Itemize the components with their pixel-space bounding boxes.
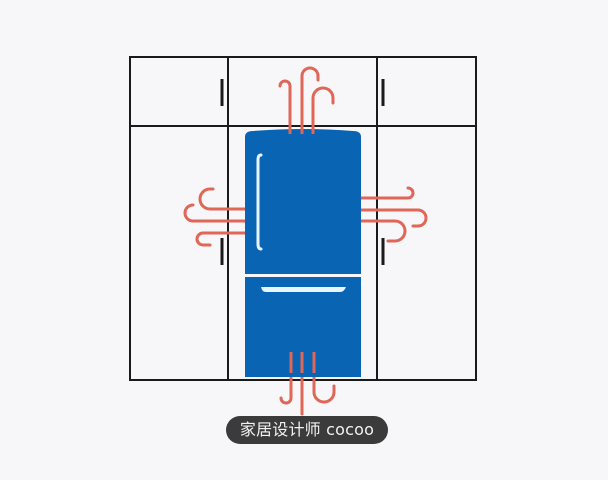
heat-flow-icon — [183, 66, 428, 416]
watermark-caption: 家居设计师 cocoo — [226, 416, 388, 444]
upper-door-handle — [256, 153, 263, 251]
cabinet-handles — [220, 79, 385, 265]
lower-drawer-handle — [261, 287, 346, 292]
refrigerator — [245, 129, 361, 377]
